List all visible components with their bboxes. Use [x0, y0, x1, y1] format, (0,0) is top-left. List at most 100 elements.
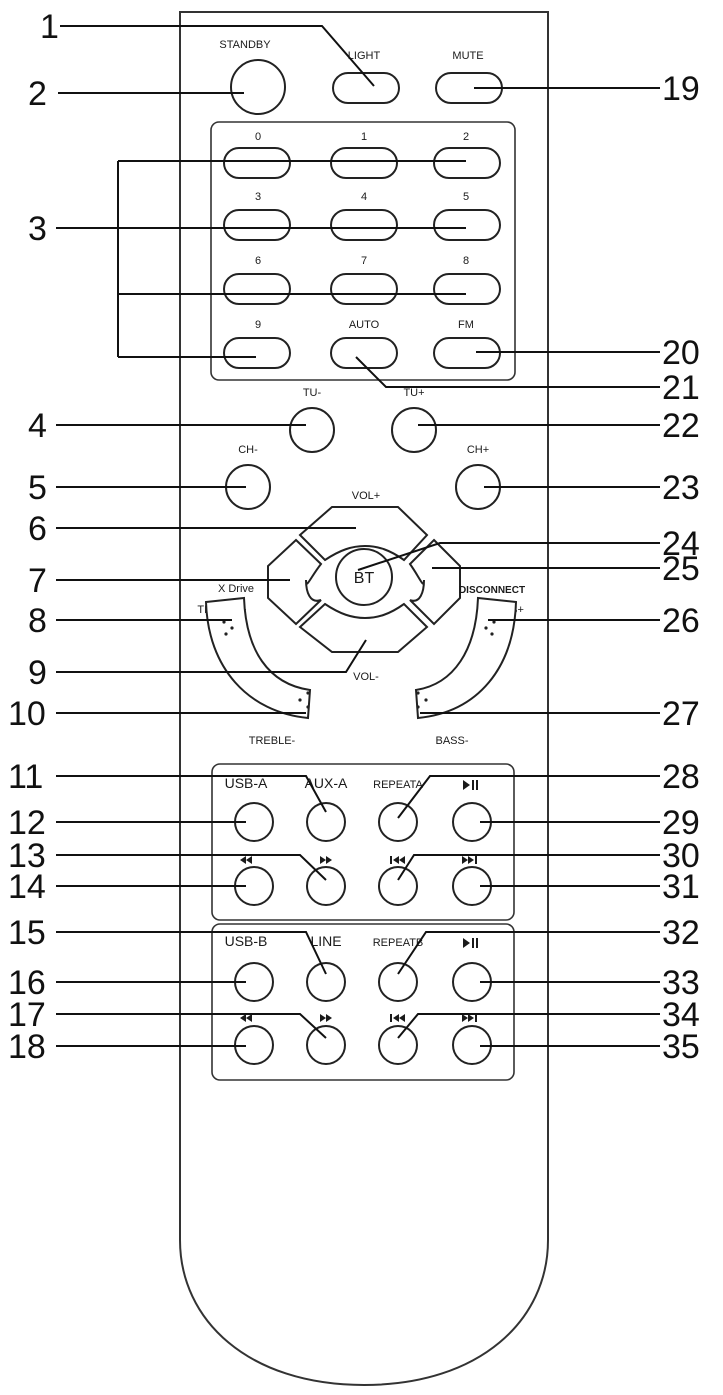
bass-minus-dots	[416, 691, 428, 709]
key-2-label: 2	[463, 131, 469, 143]
fast-forward-a-button[interactable]	[306, 866, 346, 906]
mute-label: MUTE	[452, 50, 483, 62]
callout-30: 30	[662, 837, 700, 875]
callout-6: 6	[28, 510, 47, 548]
key-4-button[interactable]	[330, 209, 398, 241]
callout-16: 16	[8, 964, 46, 1002]
key-8-button[interactable]	[433, 273, 501, 305]
tu-minus-label: TU-	[303, 387, 322, 399]
callout-9: 9	[28, 654, 47, 692]
x-drive-button[interactable]	[267, 538, 323, 626]
tu-plus-button[interactable]	[391, 407, 437, 453]
previous-track-icon	[390, 856, 405, 864]
fast-forward-b-button[interactable]	[306, 1025, 346, 1065]
key-1-button[interactable]	[330, 147, 398, 179]
callout-35: 35	[662, 1028, 700, 1066]
key-3-button[interactable]	[223, 209, 291, 241]
disconnect-button[interactable]	[408, 538, 461, 626]
previous-track-a-button[interactable]	[378, 866, 418, 906]
auto-button[interactable]	[330, 337, 398, 369]
callout-11: 11	[8, 758, 43, 796]
key-5-label: 5	[463, 191, 469, 203]
usb-b-label: USB-B	[225, 933, 268, 949]
panel-a	[211, 763, 515, 921]
callout-25: 25	[662, 550, 700, 588]
key-6-label: 6	[255, 255, 261, 267]
callout-5: 5	[28, 469, 47, 507]
standby-button[interactable]	[230, 59, 286, 115]
callout-1: 1	[40, 8, 59, 46]
callout-34: 34	[662, 996, 700, 1034]
callout-22: 22	[662, 407, 700, 445]
repeat-a-label: REPEATA	[373, 779, 423, 791]
key-0-label: 0	[255, 131, 261, 143]
callout-15: 15	[8, 914, 46, 952]
callout-13: 13	[8, 837, 46, 875]
key-0-button[interactable]	[223, 147, 291, 179]
standby-label: STANDBY	[219, 39, 271, 51]
x-drive-label: X Drive	[218, 583, 254, 595]
ch-minus-label: CH-	[238, 444, 258, 456]
fast-forward-icon	[320, 1014, 332, 1022]
next-track-icon	[462, 856, 477, 864]
callout-3: 3	[28, 210, 47, 248]
callout-17: 17	[8, 996, 46, 1034]
key-2-button[interactable]	[433, 147, 501, 179]
callout-32: 32	[662, 914, 700, 952]
repeat-b-label: REPEATB	[373, 937, 424, 949]
callout-24: 24	[662, 525, 700, 563]
key-9-button[interactable]	[223, 337, 291, 369]
callout-8: 8	[28, 602, 47, 640]
key-5-button[interactable]	[433, 209, 501, 241]
callout-27: 27	[662, 695, 700, 733]
callout-29: 29	[662, 804, 700, 842]
aux-a-button[interactable]	[306, 802, 346, 842]
vol-plus-button[interactable]	[298, 506, 429, 562]
key-6-button[interactable]	[223, 273, 291, 305]
panel-b	[211, 923, 515, 1081]
key-7-button[interactable]	[330, 273, 398, 305]
usb-a-label: USB-A	[225, 775, 268, 791]
light-label: LIGHT	[348, 50, 381, 62]
callout-26: 26	[662, 602, 700, 640]
play-pause-icon	[463, 938, 478, 948]
callout-28: 28	[662, 758, 700, 796]
repeat-a-button[interactable]	[378, 802, 418, 842]
bass-arc-button[interactable]	[414, 596, 518, 720]
previous-track-b-button[interactable]	[378, 1025, 418, 1065]
repeat-b-button[interactable]	[378, 962, 418, 1002]
key-8-label: 8	[463, 255, 469, 267]
callout-7: 7	[28, 562, 47, 600]
callout-23: 23	[662, 469, 700, 507]
play-pause-icon	[463, 780, 478, 790]
callout-21: 21	[662, 369, 700, 407]
previous-track-icon	[390, 1014, 405, 1022]
disconnect-label: DISCONNECT	[459, 585, 525, 596]
vol-minus-label: VOL-	[353, 671, 379, 683]
line-button[interactable]	[306, 962, 346, 1002]
callout-12: 12	[8, 804, 46, 842]
vol-plus-label: VOL+	[352, 490, 380, 502]
callout-2: 2	[28, 75, 47, 113]
treble-minus-label: TREBLE-	[249, 735, 296, 747]
treble-minus-dots	[298, 691, 310, 709]
key-9-label: 9	[255, 319, 261, 331]
key-4-label: 4	[361, 191, 367, 203]
bass-plus-dots	[484, 620, 496, 636]
vol-minus-button[interactable]	[298, 602, 429, 653]
callout-19: 19	[662, 70, 700, 108]
number-keypad: 0 1 2 3 4 5 6 7 8 9 AUTO FM	[223, 131, 501, 369]
rewind-icon	[240, 1014, 252, 1022]
next-track-icon	[462, 1014, 477, 1022]
leader-lines	[56, 25, 660, 1047]
bass-minus-label: BASS-	[435, 735, 468, 747]
tu-minus-button[interactable]	[289, 407, 335, 453]
light-button[interactable]	[332, 72, 400, 104]
key-7-label: 7	[361, 255, 367, 267]
line-label: LINE	[310, 933, 341, 949]
callout-numbers: 1 2 3 4 5 6 7 8 9 10 11 12 13 14 15 16 1…	[8, 8, 700, 1066]
ch-plus-label: CH+	[467, 444, 489, 456]
callout-10: 10	[8, 695, 46, 733]
fast-forward-icon	[320, 856, 332, 864]
